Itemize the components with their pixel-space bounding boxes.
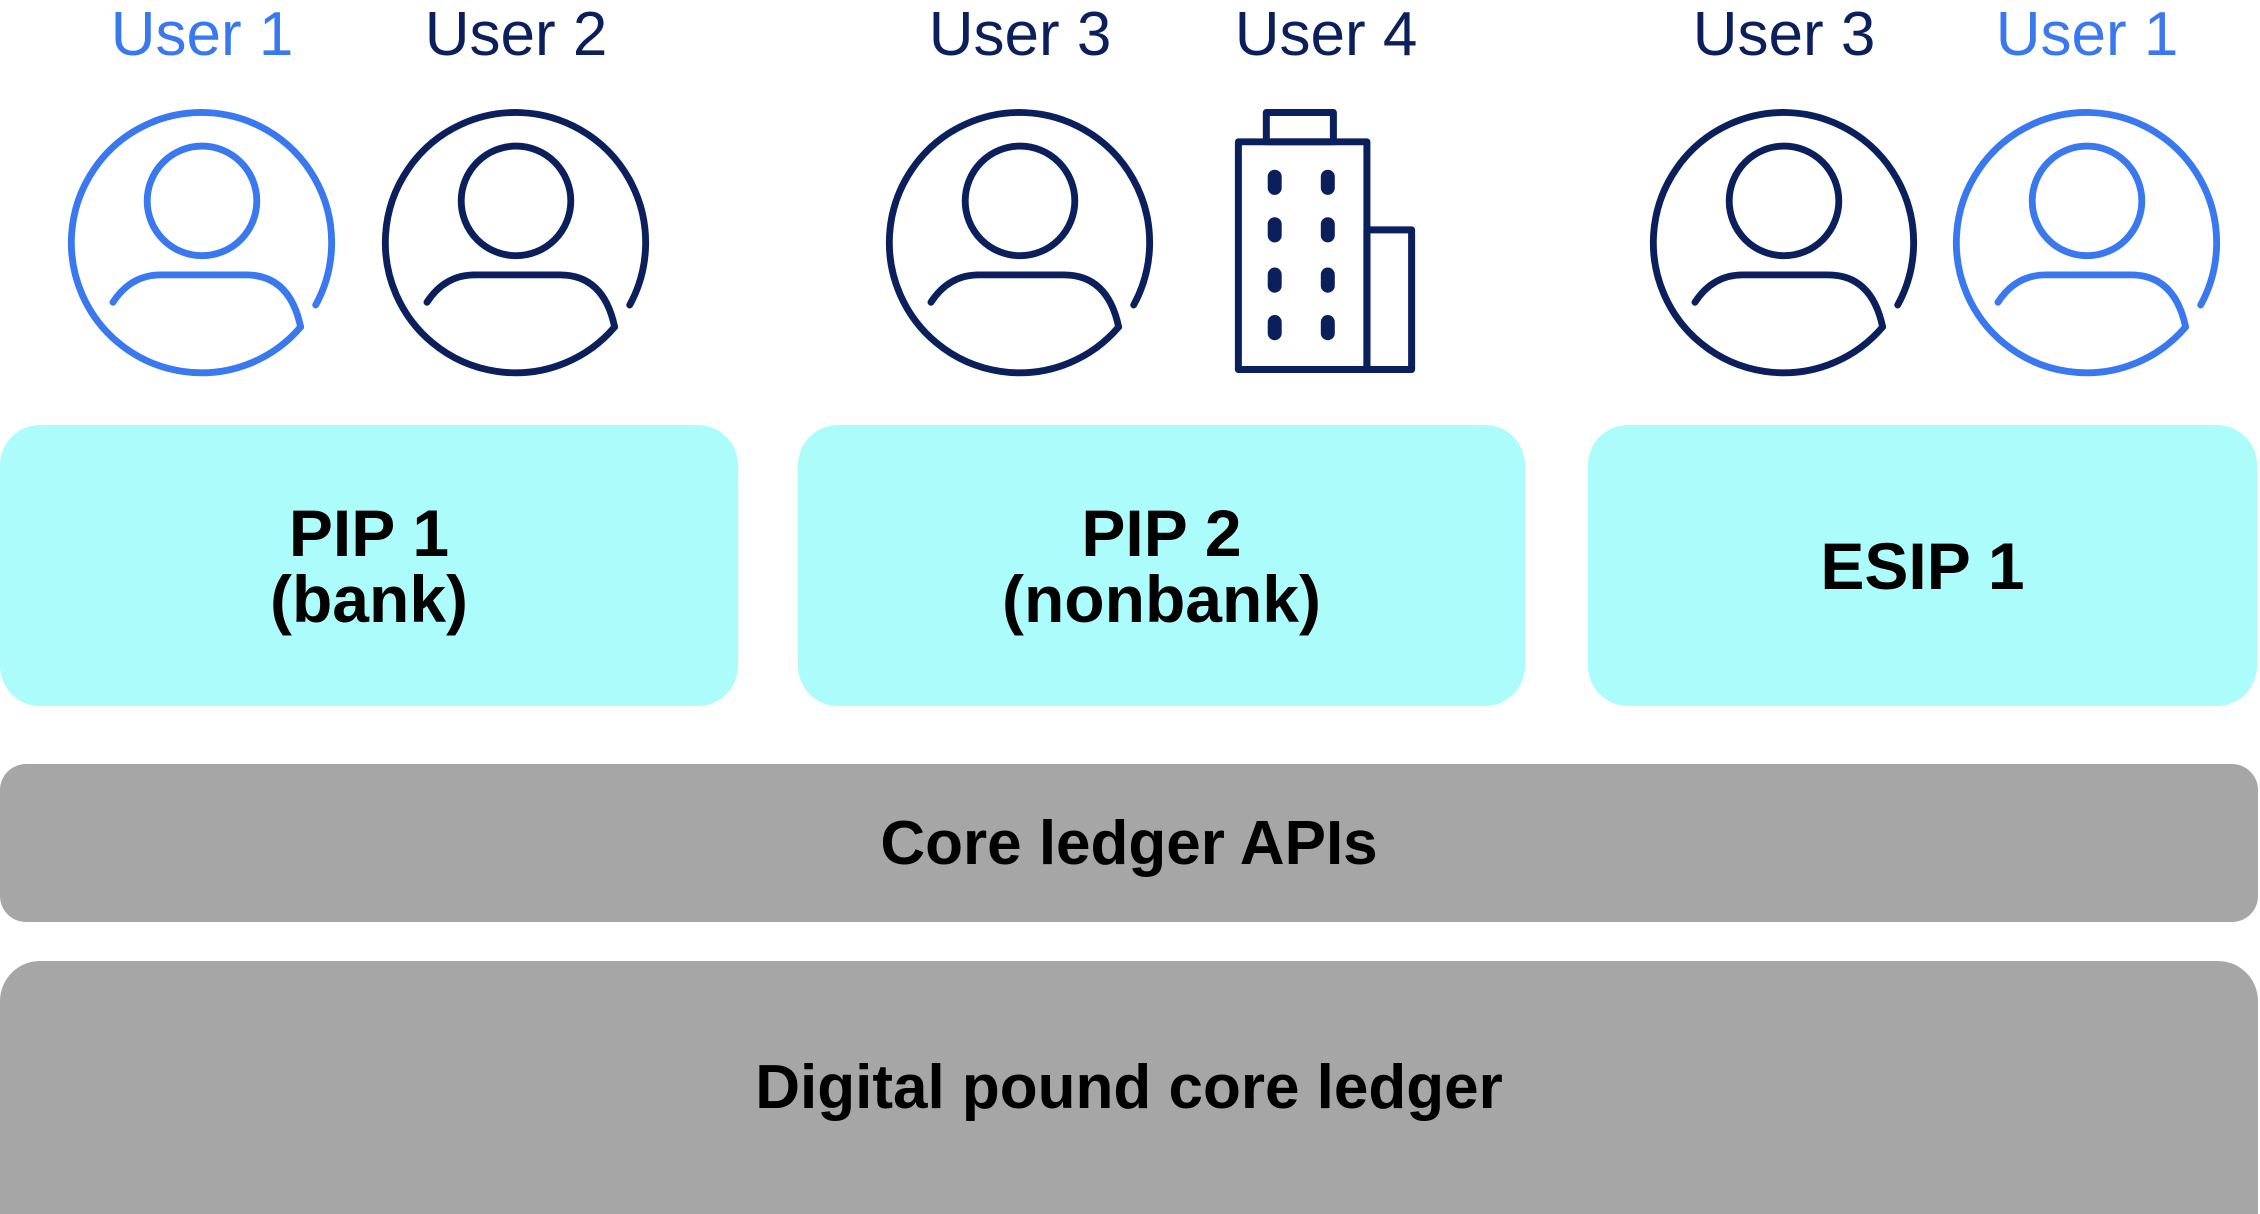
provider-name: PIP 1 xyxy=(288,495,450,570)
provider-esip-1: ESIP 1 xyxy=(1588,425,2257,706)
core-ledger-apis-layer: Core ledger APIs xyxy=(0,764,2258,922)
user-icon xyxy=(883,105,1157,379)
user-icon xyxy=(1950,105,2224,379)
provider-name: ESIP 1 xyxy=(1820,528,2025,603)
core-ledger-layer: Digital pound core ledger xyxy=(0,961,2258,1214)
user-icon xyxy=(1647,105,1921,379)
layer-label: Digital pound core ledger xyxy=(755,1053,1503,1122)
provider-name: PIP 2 xyxy=(1081,495,1242,570)
provider-type: (nonbank) xyxy=(1002,561,1321,636)
user-label-3: User 3 xyxy=(928,0,1112,69)
user-icon xyxy=(65,105,339,379)
layer-label: Core ledger APIs xyxy=(880,808,1378,878)
user-label-2: User 2 xyxy=(424,0,608,69)
user-icon xyxy=(379,105,653,379)
user-label-1: User 1 xyxy=(110,0,294,69)
provider-pip-2: PIP 2 (nonbank) xyxy=(798,425,1525,706)
user-label-6: User 1 xyxy=(1995,0,2179,69)
provider-pip-1: PIP 1 (bank) xyxy=(0,425,738,706)
user-label-5: User 3 xyxy=(1692,0,1876,69)
building-icon xyxy=(1234,108,1416,374)
user-label-4: User 4 xyxy=(1234,0,1418,69)
provider-type: (bank) xyxy=(270,561,468,636)
